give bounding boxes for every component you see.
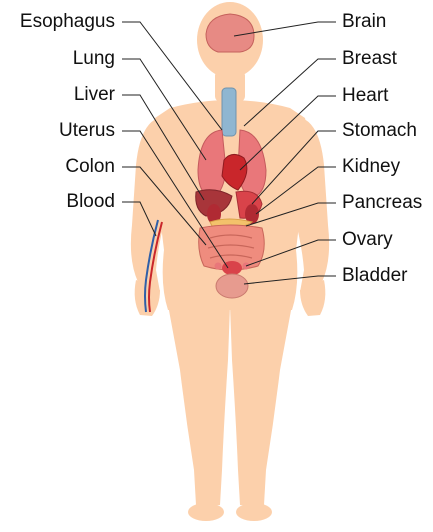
label-breast: Breast bbox=[342, 49, 397, 69]
label-brain: Brain bbox=[342, 12, 386, 32]
left-leg bbox=[168, 305, 230, 505]
label-heart: Heart bbox=[342, 86, 388, 106]
right-foot bbox=[236, 503, 272, 521]
label-colon: Colon bbox=[0, 157, 115, 177]
bladder bbox=[216, 274, 248, 298]
label-blood: Blood bbox=[0, 192, 115, 212]
trachea bbox=[222, 88, 236, 136]
label-uterus: Uterus bbox=[0, 121, 115, 141]
right-leg bbox=[230, 305, 292, 505]
label-stomach: Stomach bbox=[342, 121, 417, 141]
label-ovary: Ovary bbox=[342, 230, 393, 250]
left-foot bbox=[188, 503, 224, 521]
label-liver: Liver bbox=[0, 85, 115, 105]
label-pancreas: Pancreas bbox=[342, 193, 422, 213]
label-bladder: Bladder bbox=[342, 266, 408, 286]
ovary-left bbox=[215, 263, 222, 270]
label-lung: Lung bbox=[0, 49, 115, 69]
label-esophagus: Esophagus bbox=[0, 12, 115, 32]
label-kidney: Kidney bbox=[342, 157, 400, 177]
brain bbox=[206, 14, 254, 52]
